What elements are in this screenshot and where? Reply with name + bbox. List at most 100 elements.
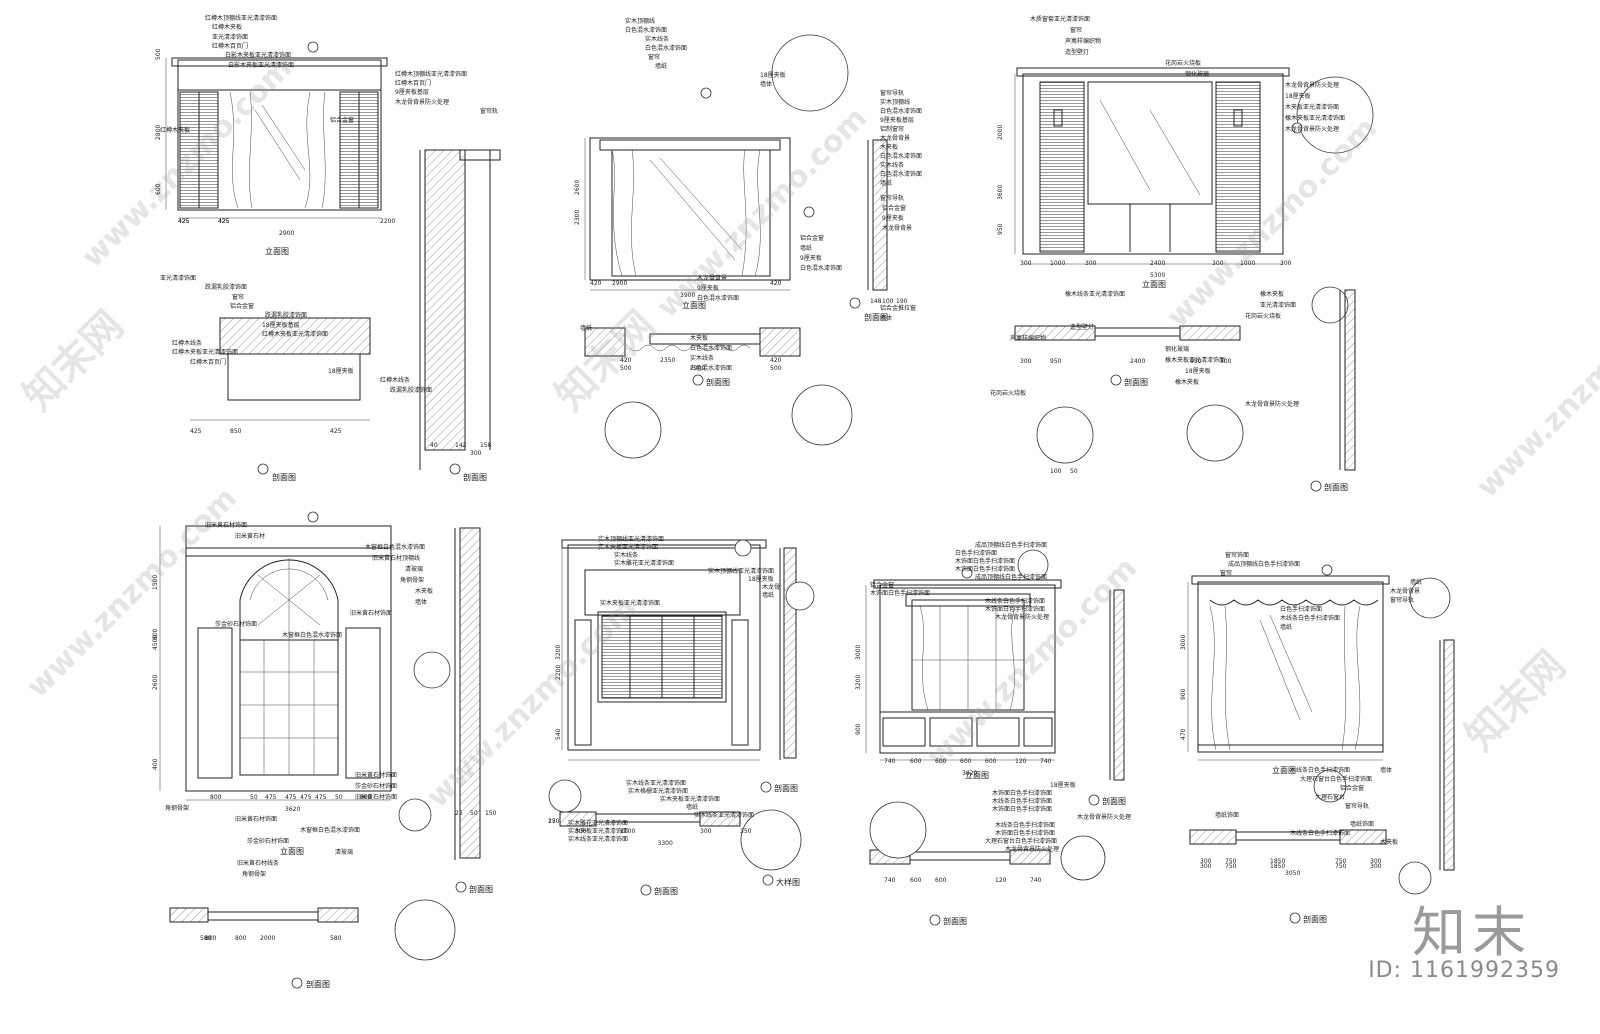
panel-4-label: 木窗框白色混水漆饰面 <box>300 827 361 834</box>
panel-3-section-a-title: 剖面图 <box>1324 483 1348 492</box>
panel-3-dim-plan: 950 <box>1050 358 1062 365</box>
panel-6-dim-plan: 740 <box>884 877 896 884</box>
panel-7-label: 窗帘 <box>1220 570 1233 577</box>
panel-2-label: 铝制窗帘 <box>880 126 905 133</box>
panel-5-label: 实木夹板亚光清漆饰面 <box>660 796 721 803</box>
panel-4-dim-section: 25 <box>455 810 463 817</box>
panel-4-dim-section: 50 <box>470 810 478 817</box>
panel-5-dim-left: 2200 <box>555 664 562 680</box>
panel-4-dim-left: 2600 <box>152 674 159 690</box>
panel-1-dim-plan: 425 <box>330 428 342 435</box>
panel-7-dim-bottom: 750 <box>1225 858 1237 865</box>
brand-logo: 知末 <box>1412 901 1532 964</box>
panel-2-label: 木龙骨背景 <box>697 275 728 282</box>
panel-1-dim-section: 300 <box>470 450 482 457</box>
panel-6-dim-plan: 600 <box>935 877 947 884</box>
panel-5-label: 实木夹板亚光清漆饰面 <box>600 600 661 607</box>
panel-2-dim-total: 3900 <box>680 292 696 299</box>
panel-3-dim-bottom: 2400 <box>1150 260 1166 267</box>
panel-4-dim-bottom: 50 <box>250 794 258 801</box>
panel-3-label: 花岗岩火烧板 <box>990 390 1027 397</box>
panel-3-label: 橡木夹板 <box>1175 379 1200 386</box>
panel-7-dim-plan: 300 <box>1370 863 1382 870</box>
panel-4-dim-bottom: 475 <box>285 794 297 801</box>
panel-5-dim-left: 540 <box>555 728 562 740</box>
panel-7-label: 木夹板 <box>1380 839 1399 846</box>
panel-1-label: 铝合金窗 <box>230 302 255 310</box>
panel-1-dim-left: 600 <box>155 183 162 195</box>
panel-1-dim-left: 500 <box>155 48 162 60</box>
panel-7-dim-total: 3050 <box>1285 870 1301 877</box>
panel-4-label: 旧米黄石材饰面 <box>350 610 393 617</box>
panel-3-dim-bottom: 300 <box>1280 260 1292 267</box>
panel-2-label: 铝合金推拉窗 <box>880 305 917 312</box>
panel-5-label: 实木线条亚光清漆饰面 <box>568 836 629 843</box>
panel-6-label: 木饰面白色手扫漆饰面 <box>870 590 931 597</box>
panel-4-label: 旧米黄石材顶棚线 <box>372 555 421 562</box>
panel-7-label: 墙体 <box>1380 767 1393 774</box>
panel-2-dim-plan: 420 <box>770 357 782 364</box>
panel-3-label: 18厘夹板 <box>1285 93 1311 100</box>
panel-5-section-b-title: 剖面图 <box>654 887 678 896</box>
panel-2-label: 实木顶棚线 <box>625 18 656 25</box>
panel-7-label: 大理石窗台 <box>1315 794 1346 801</box>
panel-3-drawing <box>1014 67 1374 492</box>
panel-6-dim-left: 3000 <box>855 644 862 660</box>
panel-4-dim-total: 3620 <box>285 806 301 813</box>
panel-4-label: 角钢骨架 <box>400 577 425 584</box>
panel-3-label: 橡木夹板亚光清漆饰面 <box>1285 115 1346 122</box>
panel-1-label: 白影木夹板亚光清漆饰面 <box>225 52 292 60</box>
panel-7-dim-bottom: 300 <box>1200 858 1212 865</box>
panel-2-label: 9厘夹板基层 <box>880 117 914 124</box>
panel-2-label: 墙纸 <box>800 245 813 252</box>
panel-1-label: 红樽木顶棚线亚光清漆饰面 <box>395 70 468 78</box>
panel-4-label: 清玻璃 <box>335 849 354 856</box>
panel-7-dim-bottom: 750 <box>1335 858 1347 865</box>
panel-6-dim-bottom: 600 <box>935 758 947 765</box>
panel-4-label: 木夹板 <box>415 588 434 595</box>
panel-2-dim-bottom: 420 <box>590 280 602 287</box>
panel-6-label: 铝合金窗 <box>870 582 895 589</box>
panel-7-dim-left: 900 <box>1180 688 1187 700</box>
panel-6-label: 木饰面白色手扫漆饰面 <box>955 566 1016 573</box>
panel-3-label: 窗帘 <box>1070 27 1083 34</box>
panel-3-label: 橡木夹板 <box>1260 291 1285 298</box>
panel-2-dim-bottom: 420 <box>770 280 782 287</box>
panel-3-dim-plan: 2400 <box>1130 358 1146 365</box>
panel-6-label: 成品顶棚线白色手扫漆饰面 <box>975 574 1048 581</box>
panel-3-dim-bottom: 300 <box>1085 260 1097 267</box>
panel-2-label: 墙纸 <box>880 180 893 187</box>
panel-6-dim-left: 3200 <box>855 674 862 690</box>
panel-4-elevation-title: 立面图 <box>280 847 304 856</box>
panel-3-dim-left: 950 <box>997 223 1004 235</box>
panel-2-label: 白色混水漆饰面 <box>625 27 668 34</box>
panel-3-label: 造型壁灯 <box>1070 324 1095 331</box>
panel-7-label: 铝合金窗 <box>1340 785 1365 792</box>
panel-3-dim-bottom: 300 <box>1212 260 1224 267</box>
panel-4-dim-left: 4500 <box>152 634 159 650</box>
panel-7-dim-plan: 750 <box>1335 863 1347 870</box>
panel-4-dim-plan: 580 <box>330 935 342 942</box>
panel-6-drawing <box>865 549 1125 926</box>
panel-6-elevation-title: 立面图 <box>965 771 989 780</box>
panel-4-label: 旧米黄石材 <box>235 533 266 540</box>
panel-7-label: 墙纸饰面 <box>1215 812 1240 819</box>
panel-1-dim-total: 2900 <box>279 230 295 237</box>
panel-7-label: 木龙骨背景 <box>1390 588 1421 595</box>
panel-4-label: 角钢骨架 <box>242 871 267 878</box>
panel-6-label: 木龙骨背景防火处理 <box>1005 846 1060 853</box>
panel-2-section-a-title: 剖面图 <box>864 313 888 322</box>
panel-5-dim-section: 270 <box>548 818 560 825</box>
panel-5-section-a-title: 剖面图 <box>774 784 798 793</box>
panel-7-label: 窗帘导轨 <box>1345 803 1370 810</box>
panel-2-drawing <box>584 34 888 459</box>
panel-3-label: 钢化玻璃 <box>1165 346 1190 353</box>
panel-4-label: 木窗框白色混水漆饰面 <box>365 544 426 551</box>
panel-2-label: 白色混水漆饰面 <box>690 365 733 372</box>
panel-6-label: 木饰面白色手扫漆饰面 <box>995 830 1056 837</box>
panel-1-label: 红樽木线条 <box>380 377 411 385</box>
panel-1-section-b-title: 剖面图 <box>272 473 296 482</box>
panel-5-detail-title: 大样图 <box>776 878 800 887</box>
